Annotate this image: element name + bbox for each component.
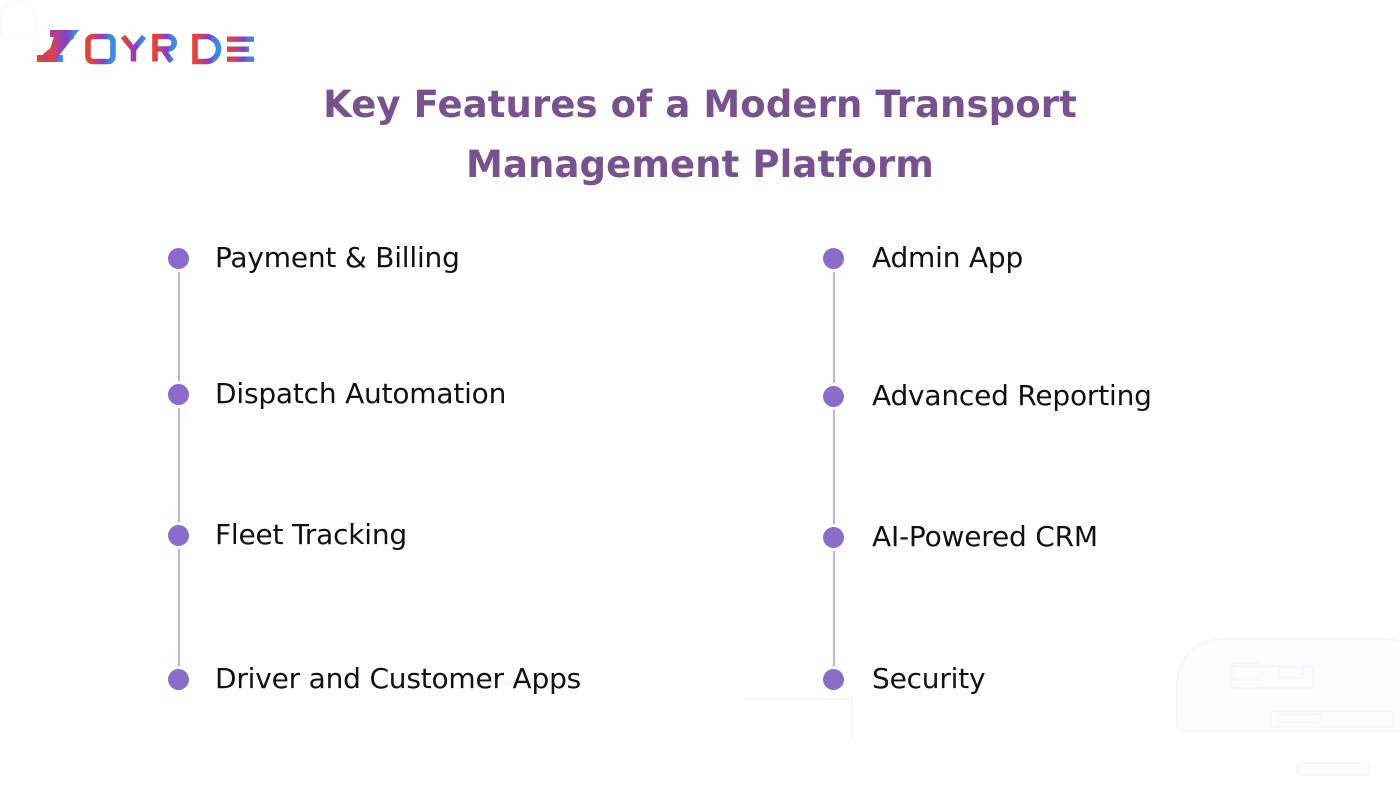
timeline-rail-right [833,255,835,679]
bullet-dot-icon [168,668,189,690]
feature-item-driver-and-customer-apps[interactable]: Driver and Customer Apps [168,659,581,699]
feature-item-ai-powered-crm[interactable]: AI-Powered CRM [823,517,1098,557]
feature-label: Payment & Billing [215,241,460,274]
logo-z-mark [37,30,79,62]
page-title-line-2: Management Platform [466,142,934,186]
logo-wordmark [85,33,254,65]
feature-item-advanced-reporting[interactable]: Advanced Reporting [823,376,1152,416]
feature-label: AI-Powered CRM [872,520,1098,553]
feature-item-payment-and-billing[interactable]: Payment & Billing [168,238,460,278]
feature-label: Advanced Reporting [872,379,1152,412]
bullet-dot-icon [168,247,189,269]
bullet-dot-icon [823,526,844,548]
bullet-dot-icon [823,668,844,690]
zoyride-logo[interactable] [34,22,274,70]
feature-label: Dispatch Automation [215,377,507,410]
feature-label: Fleet Tracking [215,518,407,551]
bullet-dot-icon [168,524,189,546]
feature-item-admin-app[interactable]: Admin App [823,238,1023,278]
feature-item-fleet-tracking[interactable]: Fleet Tracking [168,515,407,555]
feature-item-security[interactable]: Security [823,659,986,699]
feature-label: Driver and Customer Apps [215,662,582,695]
bullet-dot-icon [823,247,844,269]
page-title: Key Features of a Modern Transport Manag… [230,75,1170,195]
bullet-dot-icon [823,385,844,407]
bullet-dot-icon [168,383,189,405]
timeline-rail-left [178,253,180,679]
feature-label: Admin App [872,241,1024,274]
feature-item-dispatch-automation[interactable]: Dispatch Automation [168,374,506,414]
page-title-line-1: Key Features of a Modern Transport [323,82,1077,126]
feature-label: Security [872,662,986,695]
